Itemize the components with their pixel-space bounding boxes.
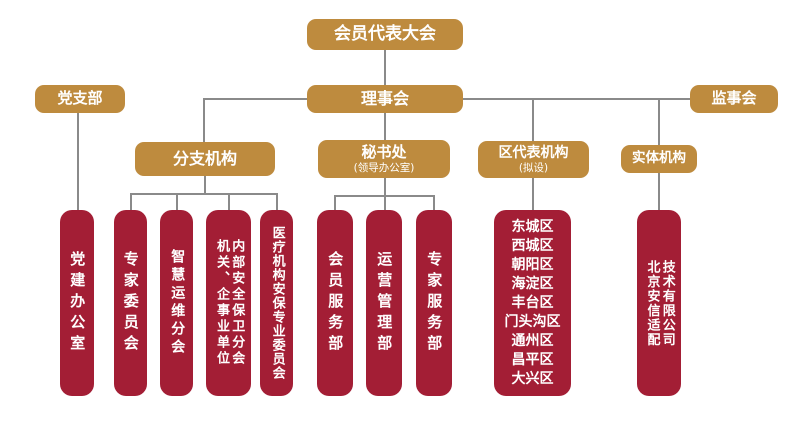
connector-entity-drop [658, 98, 660, 145]
node-label: 区代表机构 [498, 145, 569, 162]
leaf-member-service: 会员服务部 [317, 210, 353, 396]
node-assembly: 会员代表大会 [307, 19, 463, 50]
district-item: 海淀区 [511, 275, 554, 292]
district-item: 大兴区 [511, 370, 554, 387]
connector-drop-expert-service [433, 195, 435, 210]
leaf-medical-security: 医疗机构安保专业委员会 [260, 210, 293, 396]
district-item: 昌平区 [511, 351, 554, 368]
connector-drop-member-service [334, 195, 336, 210]
leaf-label: 专家委员会 [121, 250, 140, 356]
node-entity: 实体机构 [621, 145, 697, 173]
leaf-expert-service: 专家服务部 [416, 210, 452, 396]
leaf-internal-security: 机关、企事业单位 内部安全保卫分会 [206, 210, 251, 396]
leaf-party-office: 党建办公室 [60, 210, 94, 396]
district-item: 西城区 [511, 237, 554, 254]
connector-secretariat-riser [384, 178, 386, 195]
connector-council-right [461, 98, 690, 100]
connector-council-left [203, 98, 309, 100]
leaf-label: 运营管理部 [375, 250, 394, 356]
node-label: 理事会 [360, 88, 409, 108]
district-item: 东城区 [511, 218, 554, 235]
connector-drop-smart-ops [176, 193, 178, 210]
district-item: 门头沟区 [504, 313, 561, 330]
connector-council-secretariat [384, 113, 386, 140]
node-secretariat: 秘书处 (领导办公室) [318, 140, 450, 178]
leaf-label-column: 内部安全保卫分会 [229, 239, 245, 367]
node-sublabel: (领导办公室) [353, 161, 415, 174]
district-item: 朝阳区 [511, 256, 554, 273]
connector-assembly-council [384, 50, 386, 85]
district-item: 通州区 [511, 332, 554, 349]
node-label: 秘书处 [361, 143, 407, 162]
connector-drop-internal-security [228, 193, 230, 210]
node-party-branch: 党支部 [35, 85, 125, 113]
node-supervisors: 监事会 [690, 85, 778, 113]
leaf-operations: 运营管理部 [366, 210, 402, 396]
leaf-districts: 东城区 西城区 朝阳区 海淀区 丰台区 门头沟区 通州区 昌平区 大兴区 [494, 210, 571, 396]
leaf-expert-committee: 专家委员会 [114, 210, 147, 396]
leaf-smart-ops: 智慧运维分会 [160, 210, 193, 396]
node-label: 党支部 [57, 89, 103, 108]
node-label: 会员代表大会 [334, 23, 436, 44]
connector-drop-expert-committee [130, 193, 132, 210]
node-branches: 分支机构 [135, 142, 275, 176]
leaf-label-column: 技术有限公司 [659, 259, 675, 347]
node-label: 监事会 [711, 89, 757, 108]
connector-entity-company [658, 173, 660, 210]
leaf-label: 党建办公室 [68, 250, 87, 356]
node-label: 实体机构 [632, 150, 686, 167]
connector-branches-drop [203, 98, 205, 142]
node-district-rep: 区代表机构 (拟设) [478, 141, 589, 178]
leaf-label-column: 机关、企事业单位 [214, 239, 229, 367]
node-council: 理事会 [307, 85, 463, 113]
connector-branches-bus [130, 193, 278, 195]
connector-district-rep-districts [532, 178, 534, 210]
leaf-label: 智慧运维分会 [169, 249, 186, 357]
leaf-label-column: 北京安信适配 [644, 259, 660, 347]
leaf-label: 专家服务部 [425, 250, 444, 356]
connector-branches-riser [204, 176, 206, 193]
connector-drop-medical-security [276, 193, 278, 210]
connector-drop-operations [384, 195, 386, 210]
node-sublabel: (拟设) [518, 161, 549, 174]
connector-party-branch-office [77, 113, 79, 210]
leaf-label: 医疗机构安保专业委员会 [269, 226, 285, 380]
node-label: 分支机构 [172, 148, 237, 168]
connector-district-rep-drop [532, 98, 534, 141]
leaf-company: 北京安信适配 技术有限公司 [637, 210, 681, 396]
district-item: 丰台区 [511, 294, 554, 311]
leaf-label: 会员服务部 [326, 250, 345, 356]
